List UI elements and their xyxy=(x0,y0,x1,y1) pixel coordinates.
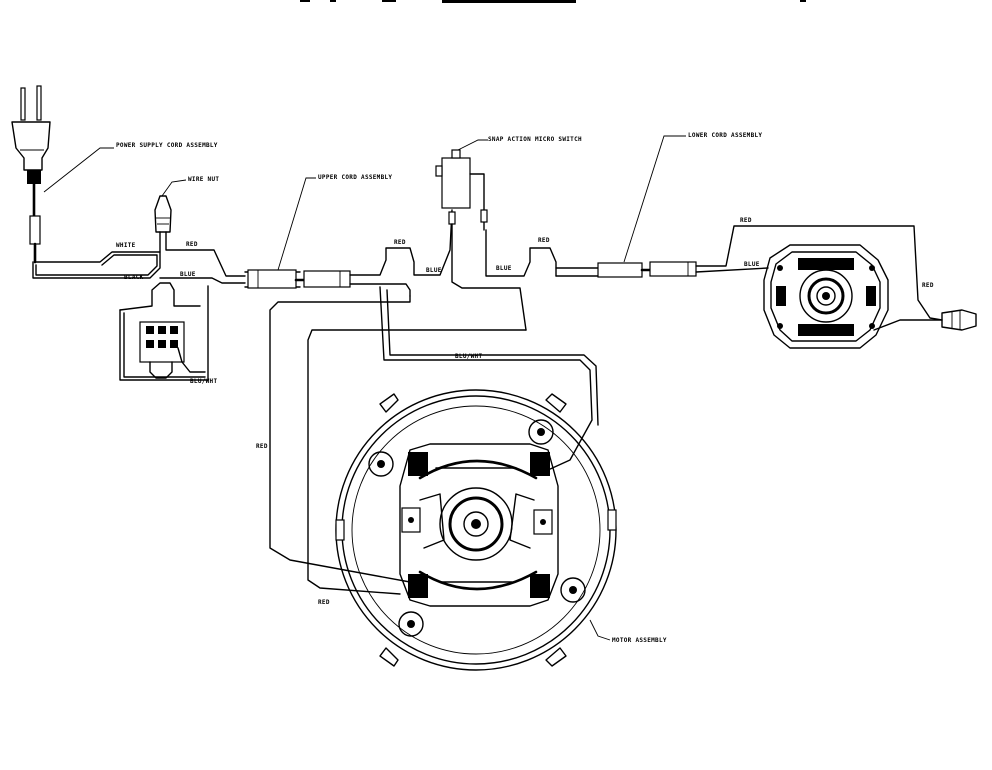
wire-label-red-lower-right: RED xyxy=(922,282,934,289)
motor-assembly-label: MOTOR ASSEMBLY xyxy=(612,637,667,644)
lower-cord-label: LOWER CORD ASSEMBLY xyxy=(688,132,762,139)
power-supply-cord-label: POWER SUPPLY CORD ASSEMBLY xyxy=(116,142,218,149)
leader-lines xyxy=(43,135,686,641)
upper-cord-label: UPPER CORD ASSEMBLY xyxy=(318,174,392,181)
wire-nut-label: WIRE NUT xyxy=(188,176,219,183)
upper-cord-assembly xyxy=(244,209,453,297)
wire-nut-right-icon xyxy=(941,309,977,331)
lower-cord-assembly xyxy=(555,225,943,321)
wire-label-white: WHITE xyxy=(116,242,136,249)
power-plug-icon xyxy=(11,85,51,264)
wire-label-blue-switch: BLUE xyxy=(496,265,512,272)
snap-switch-label: SNAP ACTION MICRO SWITCH xyxy=(488,136,582,143)
wire-label-red-switch: RED xyxy=(538,237,550,244)
wire-label-black: BLACK xyxy=(124,274,144,281)
motor-feed-wires xyxy=(269,286,599,595)
small-motor-assembly xyxy=(763,244,943,349)
wire-label-red-lower-top: RED xyxy=(740,217,752,224)
wire-label-blue-lower: BLUE xyxy=(744,261,760,268)
wire-label-blu-wht-motor: BLU/WHT xyxy=(455,353,482,360)
micro-switch-icon xyxy=(435,149,557,331)
wire-label-blue-upper: BLUE xyxy=(426,267,442,274)
wire-nut-icon xyxy=(154,195,172,233)
wire-label-red-motor-bottom: RED xyxy=(318,599,330,606)
junction-box xyxy=(119,282,209,381)
wire-label-blu-wht: BLU/WHT xyxy=(190,378,217,385)
wire-label-red-upper: RED xyxy=(394,239,406,246)
wire-label-red-motor-left: RED xyxy=(256,443,268,450)
cropped-header-marks xyxy=(300,0,806,3)
motor-assembly xyxy=(335,389,617,671)
cord-wires xyxy=(32,231,246,284)
wire-label-blue-left: BLUE xyxy=(180,271,196,278)
wire-label-red-top: RED xyxy=(186,241,198,248)
